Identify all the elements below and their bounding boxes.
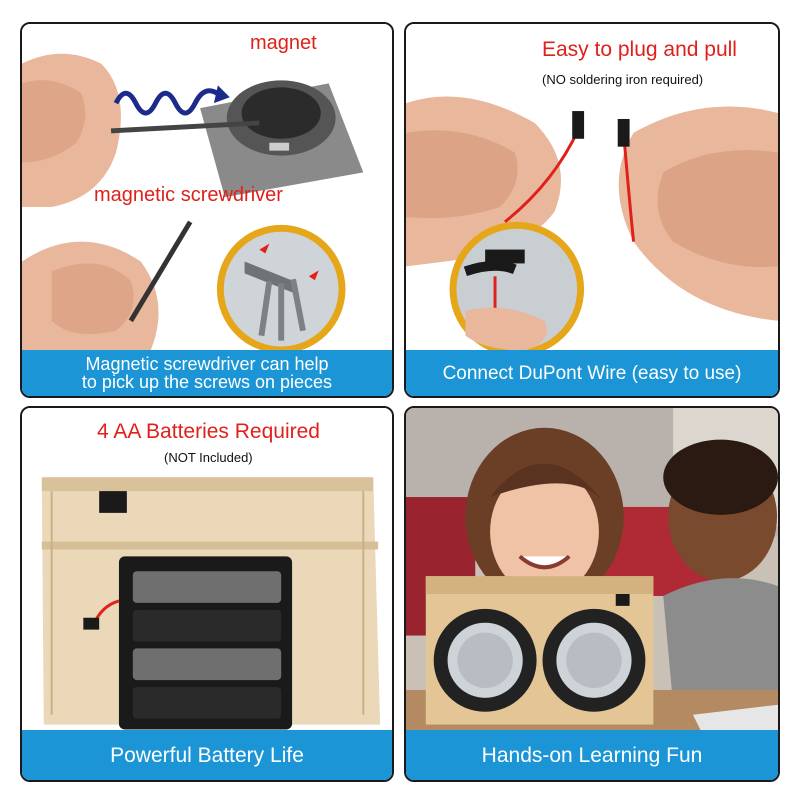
panel-subtitle: (NOT Included) — [164, 450, 253, 465]
caption-text: Powerful Battery Life — [110, 743, 304, 767]
panel-title: 4 AA Batteries Required — [97, 420, 320, 443]
caption-text: Connect DuPont Wire (easy to use) — [442, 362, 742, 384]
caption-banner: Connect DuPont Wire (easy to use) — [406, 350, 778, 396]
panel-learning-fun: Hands-on Learning Fun — [404, 406, 780, 782]
magnet-label: magnet — [250, 32, 317, 54]
screwdriver-illustration — [22, 24, 392, 396]
caption-text: Magnetic screwdriver can help to pick up… — [81, 354, 333, 392]
panel-batteries: 4 AA Batteries Required (NOT Included) P… — [20, 406, 394, 782]
caption-banner: Hands-on Learning Fun — [406, 730, 778, 780]
panel-subtitle: (NO soldering iron required) — [542, 72, 704, 87]
magnetic-screwdriver-label: magnetic screwdriver — [94, 184, 283, 206]
kids-photo-illustration — [406, 408, 778, 780]
caption-banner: Powerful Battery Life — [22, 730, 392, 780]
dupont-wire-illustration — [406, 24, 778, 396]
battery-box-illustration — [22, 408, 392, 780]
panel-title: Easy to plug and pull — [542, 38, 737, 61]
caption-banner: Magnetic screwdriver can help to pick up… — [22, 350, 392, 396]
caption-text: Hands-on Learning Fun — [481, 743, 703, 767]
panel-magnetic-screwdriver: magnet magnetic screwdriver Magnetic scr… — [20, 22, 394, 398]
panel-dupont-wire: Easy to plug and pull (NO soldering iron… — [404, 22, 780, 398]
